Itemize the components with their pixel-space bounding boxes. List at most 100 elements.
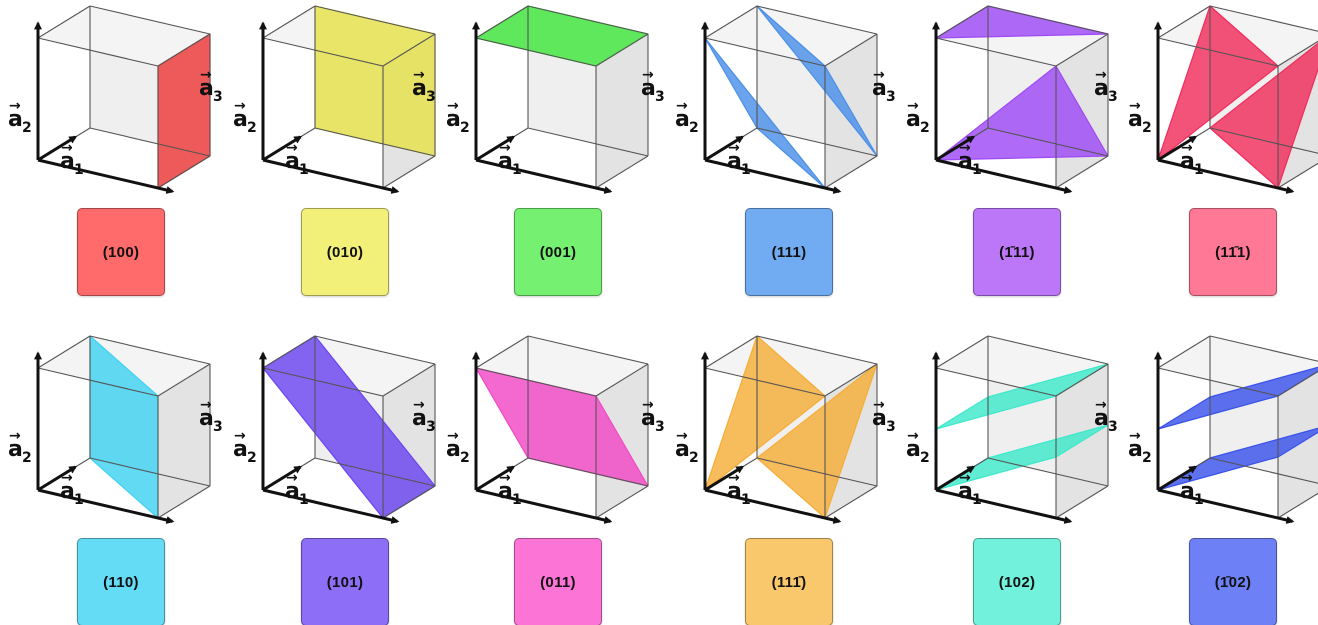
cube-edge [1277, 370, 1318, 397]
a1-axis-arrow [475, 158, 613, 194]
cube-edge [37, 367, 159, 397]
svg-text:→: → [1181, 140, 1193, 156]
cube-edge [935, 37, 1057, 67]
cube-edge [37, 37, 159, 67]
svg-text:a: a [412, 76, 427, 101]
unit-cell-cube: →a3→a2→a1 [8, 5, 211, 194]
cube-edge [37, 5, 91, 39]
crystal-plane [1157, 366, 1318, 430]
cube-edge [824, 155, 878, 189]
a1-axis-arrow [1157, 158, 1295, 194]
svg-text:→: → [413, 397, 425, 413]
a2-axis-arrow [1157, 465, 1198, 492]
svg-text:a: a [446, 107, 461, 132]
svg-text:a: a [498, 149, 513, 174]
cube-edge [382, 155, 436, 189]
cube-edge [314, 127, 436, 157]
cube-edge [595, 33, 649, 67]
cube-top-face [38, 6, 210, 66]
svg-text:a: a [872, 76, 887, 101]
a2-axis-arrow [935, 465, 976, 492]
svg-text:→: → [907, 428, 919, 444]
plane-panel: →a3→a2→a1(110) [0, 330, 215, 625]
cube-edge [987, 5, 1109, 35]
svg-text:1: 1 [972, 162, 982, 178]
svg-text:→: → [447, 98, 459, 114]
svg-text:2: 2 [460, 120, 470, 136]
cube-edge [987, 127, 1109, 157]
cube-edge [89, 335, 211, 365]
cube-edge [314, 335, 436, 365]
a1-axis-arrow [935, 488, 1073, 524]
miller-index-label: (102) [998, 573, 1036, 591]
svg-text:a: a [199, 406, 214, 431]
a1-axis-arrow [1157, 488, 1295, 524]
miller-index-swatch: (110) [77, 538, 165, 625]
miller-index-label: (010) [326, 243, 364, 261]
svg-text:→: → [200, 67, 212, 83]
miller-index-label: (1̄02) [1214, 573, 1252, 591]
svg-text:a: a [199, 76, 214, 101]
a2-axis-arrow [262, 135, 303, 162]
svg-text:a: a [60, 479, 75, 504]
svg-text:→: → [234, 428, 246, 444]
cube-edge [382, 363, 436, 397]
a2-axis-arrow [475, 465, 516, 492]
crystal-plane [756, 363, 878, 519]
svg-text:a: a [412, 406, 427, 431]
svg-text:→: → [413, 67, 425, 83]
svg-text:a: a [498, 479, 513, 504]
svg-text:→: → [447, 428, 459, 444]
cube-edge [704, 335, 758, 369]
svg-text:1: 1 [972, 492, 982, 508]
svg-text:→: → [1129, 98, 1141, 114]
svg-text:a: a [285, 479, 300, 504]
a1-axis-arrow [935, 158, 1073, 194]
a2-axis-arrow [935, 135, 976, 162]
crystal-plane [756, 5, 878, 157]
cube-edge [157, 363, 211, 397]
svg-text:a: a [958, 149, 973, 174]
cube-edge [756, 5, 878, 35]
svg-text:→: → [9, 98, 21, 114]
cube-edge [89, 457, 211, 487]
svg-text:a: a [872, 406, 887, 431]
cube-edge [595, 363, 649, 397]
svg-text:1: 1 [512, 492, 522, 508]
crystal-plane [704, 335, 826, 491]
svg-text:a: a [60, 149, 75, 174]
miller-index-swatch: (100) [77, 208, 165, 296]
cube-edge [1055, 33, 1109, 67]
cube-edge [262, 5, 316, 39]
svg-text:→: → [873, 397, 885, 413]
a1-axis-arrow [262, 488, 400, 524]
cube-edge [475, 5, 529, 39]
svg-text:a: a [446, 437, 461, 462]
svg-text:2: 2 [920, 450, 930, 466]
svg-text:a: a [1180, 479, 1195, 504]
svg-text:3: 3 [886, 419, 896, 435]
svg-text:a: a [727, 149, 742, 174]
miller-index-swatch: (011) [514, 538, 602, 625]
miller-index-swatch: (101) [301, 538, 389, 625]
cube-edge [1209, 335, 1318, 362]
svg-text:→: → [1129, 428, 1141, 444]
